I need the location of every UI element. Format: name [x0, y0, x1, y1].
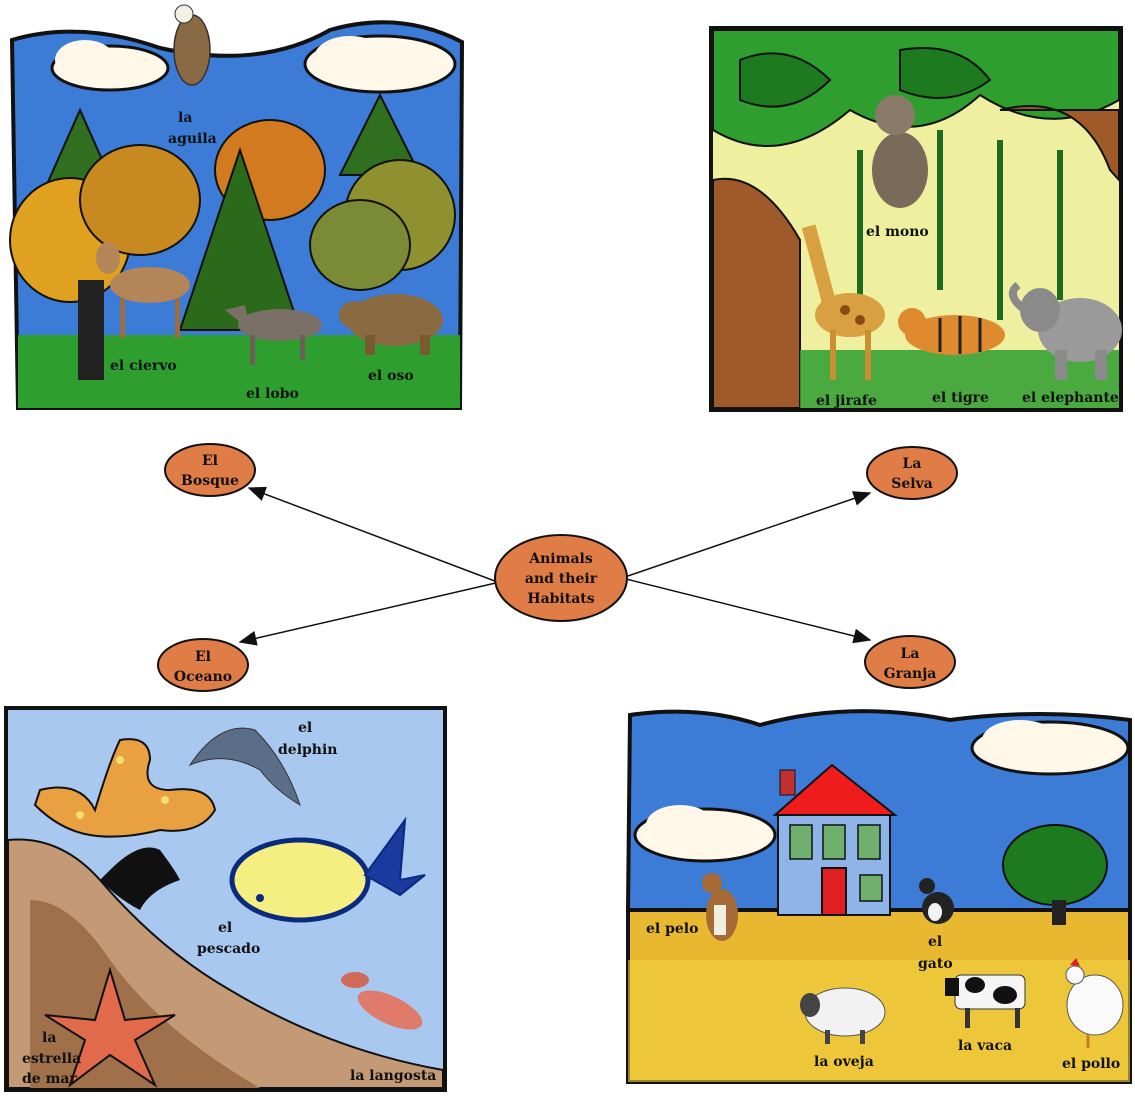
seaweed — [100, 847, 180, 910]
label-pescado-2: pescado — [197, 941, 260, 957]
node-selva-line2: Selva — [891, 476, 933, 492]
node-granja-line2: Granja — [884, 666, 937, 682]
chicken-icon — [1065, 958, 1124, 1048]
forest-scene: la aguila el ciervo el lobo el oso — [9, 4, 465, 410]
label-pelo: el pelo — [646, 921, 698, 937]
node-bosque-line2: Bosque — [181, 473, 239, 489]
label-gato-1: el — [928, 934, 942, 950]
node-granja: La Granja — [864, 635, 956, 689]
arrow-to-oceano — [238, 581, 501, 646]
node-granja-line1: La — [901, 646, 920, 662]
arrow-to-granja — [621, 577, 872, 644]
label-aguila-1: la — [178, 110, 192, 126]
giraffe-icon — [801, 224, 885, 380]
label-vaca: la vaca — [958, 1038, 1012, 1054]
center-line3: Habitats — [527, 591, 594, 607]
tiger-icon — [898, 308, 1005, 355]
deer-icon — [96, 242, 190, 338]
dolphin-icon — [188, 727, 301, 807]
cat-icon — [919, 878, 954, 924]
label-pescado-1: el — [218, 920, 232, 936]
label-delphin-2: delphin — [278, 742, 337, 758]
label-oso: el oso — [368, 368, 414, 384]
leaf — [899, 47, 992, 99]
forest-cloud-left — [50, 40, 170, 92]
tree-canopy — [309, 199, 411, 291]
lobster-icon — [341, 972, 423, 1030]
tree-branch — [999, 105, 1120, 183]
tree-trunk — [712, 177, 801, 409]
node-oceano-line2: Oceano — [174, 669, 232, 685]
label-estrella-2: estrella — [22, 1051, 81, 1067]
label-jirafe: el jirafe — [816, 393, 877, 409]
label-ciervo: el ciervo — [110, 358, 177, 374]
label-aguila-2: aguila — [168, 131, 217, 147]
farm-tree-icon — [1002, 824, 1108, 925]
node-bosque: El Bosque — [164, 443, 256, 497]
label-mono: el mono — [866, 224, 929, 240]
node-bosque-line1: El — [202, 453, 218, 469]
starfish-icon — [44, 966, 176, 1088]
farm-scene: el pelo el gato la oveja la vaca el poll… — [625, 709, 1132, 1084]
center-line2: and their — [525, 571, 598, 587]
eagle-icon — [173, 4, 211, 86]
label-elephante: el elephante — [1022, 390, 1119, 406]
tree-trunk — [78, 280, 104, 380]
wolf-icon — [225, 305, 322, 365]
label-lobo: el lobo — [246, 386, 299, 402]
label-delphin-1: el — [298, 720, 312, 736]
label-langosta: la langosta — [350, 1068, 436, 1084]
label-tigre: el tigre — [932, 390, 989, 406]
connector-lines — [238, 486, 872, 646]
node-selva: La Selva — [866, 446, 958, 500]
ocean-scene: el delphin el pescado la estrella de mar… — [4, 706, 447, 1092]
elephant-icon — [1008, 281, 1122, 380]
label-oveja: la oveja — [814, 1054, 874, 1070]
tree-canopy — [79, 144, 201, 256]
arrow-to-selva — [621, 491, 872, 579]
cow-icon — [945, 974, 1026, 1028]
node-selva-line1: La — [903, 456, 922, 472]
dog-icon — [702, 873, 738, 941]
label-estrella-3: de mar — [22, 1071, 77, 1087]
pine-tree — [178, 146, 302, 331]
sheep-icon — [800, 987, 886, 1044]
farm-cloud-right — [970, 720, 1130, 776]
jungle-scene: el mono el jirafe el tigre el elephante — [709, 26, 1123, 412]
arrow-to-bosque — [247, 486, 501, 584]
farmhouse-icon — [772, 763, 898, 916]
center-node: Animals and their Habitats — [494, 534, 628, 622]
label-gato-2: gato — [918, 956, 953, 972]
leaf — [739, 52, 832, 108]
forest-cloud-right — [303, 34, 457, 94]
fish-icon — [229, 816, 426, 923]
farm-cloud-left — [633, 805, 777, 863]
bear-icon — [339, 294, 443, 355]
label-pollo: el pollo — [1062, 1056, 1120, 1072]
node-oceano-line1: El — [195, 649, 211, 665]
center-line1: Animals — [528, 551, 593, 567]
monkey-icon — [872, 95, 928, 208]
label-estrella-1: la — [42, 1030, 56, 1046]
node-oceano: El Oceano — [157, 638, 249, 692]
